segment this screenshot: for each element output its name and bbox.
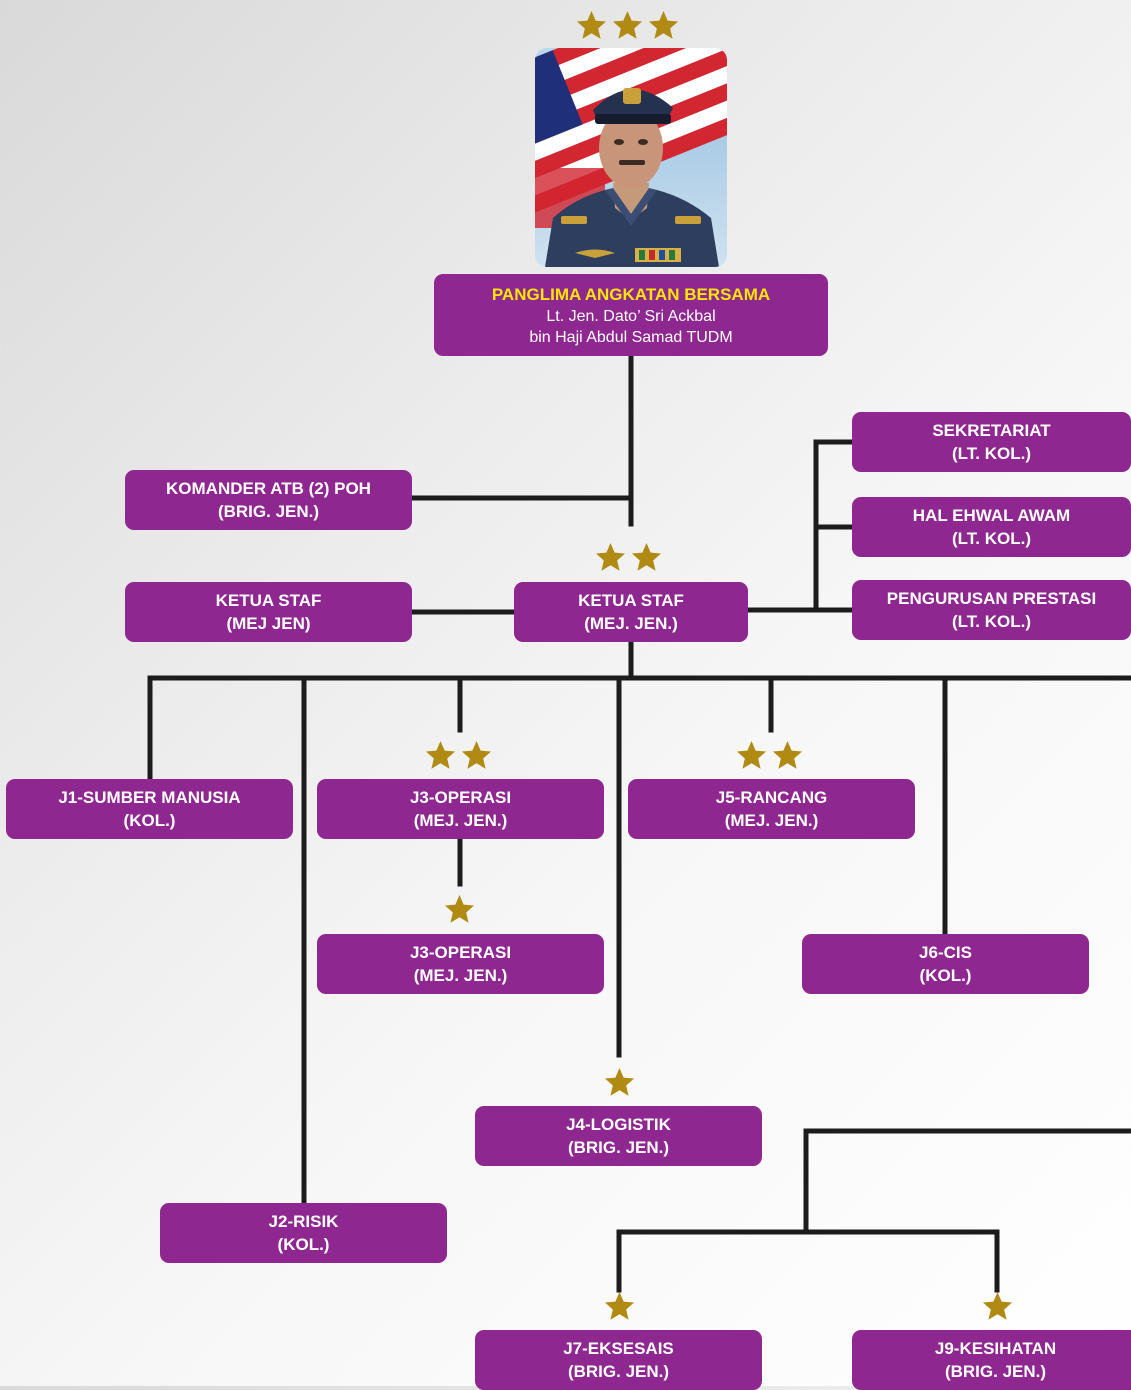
portrait-officer-photo <box>535 48 727 267</box>
node-ketua-staf-line1: KETUA STAF <box>578 591 684 610</box>
node-prestasi-line1: PENGURUSAN PRESTASI <box>886 589 1097 608</box>
star-icon <box>595 543 626 571</box>
rank-stars-j3a <box>424 739 493 771</box>
node-j3b-line1: J3-OPERASI <box>409 943 512 962</box>
node-hal-ehwal-line1: HAL EHWAL AWAM <box>912 506 1071 525</box>
node-komander: KOMANDER ATB (2) POH (BRIG. JEN.) <box>125 470 412 530</box>
node-j3b-line2: (MEJ. JEN.) <box>413 966 508 985</box>
node-panglima-name-line1: Lt. Jen. Dato’ Sri Ackbal <box>546 307 716 325</box>
node-j1: J1-SUMBER MANUSIA (KOL.) <box>6 779 293 839</box>
node-pengurusan-prestasi: PENGURUSAN PRESTASI (LT. KOL.) <box>852 580 1131 640</box>
node-j7-line1: J7-EKSESAIS <box>563 1339 674 1358</box>
node-j1-line2: (KOL.) <box>123 811 176 830</box>
star-icon <box>604 1068 635 1096</box>
node-j4-line2: (BRIG. JEN.) <box>567 1138 670 1157</box>
star-icon <box>648 11 679 39</box>
rank-stars-j5 <box>735 739 804 771</box>
star-icon <box>425 741 456 769</box>
node-j3a: J3-OPERASI (MEJ. JEN.) <box>317 779 604 839</box>
star-icon <box>631 543 662 571</box>
star-icon <box>736 741 767 769</box>
rank-stars-j9 <box>981 1290 1014 1322</box>
rank-stars-top <box>575 9 680 41</box>
star-icon <box>444 895 475 923</box>
node-j2: J2-RISIK (KOL.) <box>160 1203 447 1263</box>
node-sekretariat-line2: (LT. KOL.) <box>952 444 1031 463</box>
node-panglima-title: PANGLIMA ANGKATAN BERSAMA <box>491 284 771 304</box>
rank-stars-j3b <box>443 893 476 925</box>
node-prestasi-line2: (LT. KOL.) <box>952 612 1031 631</box>
node-j5-line1: J5-RANCANG <box>715 788 828 807</box>
node-j5: J5-RANCANG (MEJ. JEN.) <box>628 779 915 839</box>
node-j6: J6-CIS (KOL.) <box>802 934 1089 994</box>
node-j9-line2: (BRIG. JEN.) <box>944 1362 1047 1381</box>
node-komander-line1: KOMANDER ATB (2) POH <box>166 479 371 498</box>
rank-stars-j7 <box>603 1290 636 1322</box>
node-j7: J7-EKSESAIS (BRIG. JEN.) <box>475 1330 762 1390</box>
node-ketua-staf: KETUA STAF (MEJ. JEN.) <box>514 582 748 642</box>
node-j5-line2: (MEJ. JEN.) <box>724 811 819 830</box>
star-icon <box>604 1292 635 1320</box>
node-hal-ehwal-awam: HAL EHWAL AWAM (LT. KOL.) <box>852 497 1131 557</box>
node-ketua-staf-left-line1: KETUA STAF <box>215 591 322 610</box>
rank-stars-ketua-staf <box>594 541 663 573</box>
node-hal-ehwal-line2: (LT. KOL.) <box>952 529 1031 548</box>
node-j2-line1: J2-RISIK <box>268 1212 339 1231</box>
node-ketua-staf-left: KETUA STAF (MEJ JEN) <box>125 582 412 642</box>
star-icon <box>772 741 803 769</box>
node-j9-line1: J9-KESIHATAN <box>934 1339 1057 1358</box>
node-sekretariat-line1: SEKRETARIAT <box>932 421 1051 440</box>
node-j4: J4-LOGISTIK (BRIG. JEN.) <box>475 1106 762 1166</box>
node-ketua-staf-left-line2: (MEJ JEN) <box>226 614 311 633</box>
node-sekretariat: SEKRETARIAT (LT. KOL.) <box>852 412 1131 472</box>
node-panglima-name-line2: bin Haji Abdul Samad TUDM <box>529 328 733 346</box>
node-j1-line1: J1-SUMBER MANUSIA <box>58 788 241 807</box>
node-j4-line1: J4-LOGISTIK <box>566 1115 671 1134</box>
rank-stars-j4 <box>603 1066 636 1098</box>
node-j6-line1: J6-CIS <box>919 943 972 962</box>
node-j2-line2: (KOL.) <box>277 1235 330 1254</box>
node-ketua-staf-line2: (MEJ. JEN.) <box>584 614 678 633</box>
star-icon <box>982 1292 1013 1320</box>
node-j9: J9-KESIHATAN (BRIG. JEN.) <box>852 1330 1131 1390</box>
star-icon <box>612 11 643 39</box>
node-j7-line2: (BRIG. JEN.) <box>567 1362 670 1381</box>
node-komander-line2: (BRIG. JEN.) <box>217 502 320 521</box>
star-icon <box>576 11 607 39</box>
portrait-photo <box>535 48 727 267</box>
node-j3a-line1: J3-OPERASI <box>409 788 512 807</box>
node-j6-line2: (KOL.) <box>919 966 972 985</box>
star-icon <box>461 741 492 769</box>
node-j3b: J3-OPERASI (MEJ. JEN.) <box>317 934 604 994</box>
node-j3a-line2: (MEJ. JEN.) <box>413 811 508 830</box>
node-panglima: PANGLIMA ANGKATAN BERSAMA Lt. Jen. Dato’… <box>434 274 828 356</box>
